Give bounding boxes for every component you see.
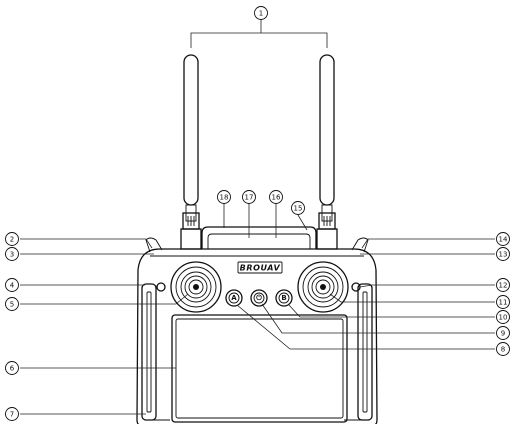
left-antenna xyxy=(180,54,202,250)
svg-text:3: 3 xyxy=(10,251,14,259)
callout-5: 5 xyxy=(5,297,19,311)
callout-8: 8 xyxy=(496,342,510,356)
callout-16: 16 xyxy=(269,190,283,204)
callout-9: 9 xyxy=(496,326,510,340)
brand-label: BROUAV xyxy=(240,264,281,273)
svg-text:B: B xyxy=(281,294,286,302)
svg-text:15: 15 xyxy=(294,205,303,213)
callout-12: 12 xyxy=(496,278,510,292)
svg-text:A: A xyxy=(231,294,237,302)
controller-body xyxy=(136,237,378,424)
svg-text:6: 6 xyxy=(10,365,15,373)
callout-4: 4 xyxy=(5,278,19,292)
callout-17: 17 xyxy=(242,190,256,204)
svg-text:14: 14 xyxy=(499,236,508,244)
right-antenna xyxy=(316,54,338,250)
svg-text:16: 16 xyxy=(272,194,281,202)
svg-text:10: 10 xyxy=(499,314,508,322)
callout-1: 1 xyxy=(254,6,268,20)
right-joystick[interactable] xyxy=(297,261,349,313)
callout-14: 14 xyxy=(496,232,510,246)
callout-6: 6 xyxy=(5,361,19,375)
leader-lines xyxy=(20,203,495,415)
svg-text:18: 18 xyxy=(220,194,229,202)
top-handle xyxy=(201,226,317,249)
svg-text:4: 4 xyxy=(10,282,15,290)
svg-text:12: 12 xyxy=(499,282,508,290)
left-joystick[interactable] xyxy=(170,261,222,313)
svg-text:11: 11 xyxy=(499,299,508,307)
power-icon: ⏻ xyxy=(256,294,262,302)
svg-text:5: 5 xyxy=(10,301,14,309)
callout-1-bracket xyxy=(190,32,328,48)
callout-11: 11 xyxy=(496,295,510,309)
brand-badge: BROUAV xyxy=(237,261,283,274)
callout-18: 18 xyxy=(217,190,231,204)
button-b[interactable]: B xyxy=(275,289,293,307)
callout-2: 2 xyxy=(5,232,19,246)
svg-text:7: 7 xyxy=(10,411,14,419)
callout-15: 15 xyxy=(291,201,305,215)
svg-text:8: 8 xyxy=(501,346,505,354)
svg-text:1: 1 xyxy=(259,10,263,18)
callout-7: 7 xyxy=(5,407,19,421)
button-a[interactable]: A xyxy=(225,289,243,307)
power-button[interactable]: ⏻ xyxy=(250,289,268,307)
svg-text:13: 13 xyxy=(499,251,508,259)
left-side-button[interactable] xyxy=(156,282,166,292)
svg-text:9: 9 xyxy=(501,330,505,338)
right-side-button[interactable] xyxy=(351,282,361,292)
touch-screen[interactable] xyxy=(171,314,348,423)
svg-text:2: 2 xyxy=(10,236,14,244)
callout-3: 3 xyxy=(5,247,19,261)
callout-10: 10 xyxy=(496,310,510,324)
svg-text:17: 17 xyxy=(245,194,254,202)
callout-13: 13 xyxy=(496,247,510,261)
